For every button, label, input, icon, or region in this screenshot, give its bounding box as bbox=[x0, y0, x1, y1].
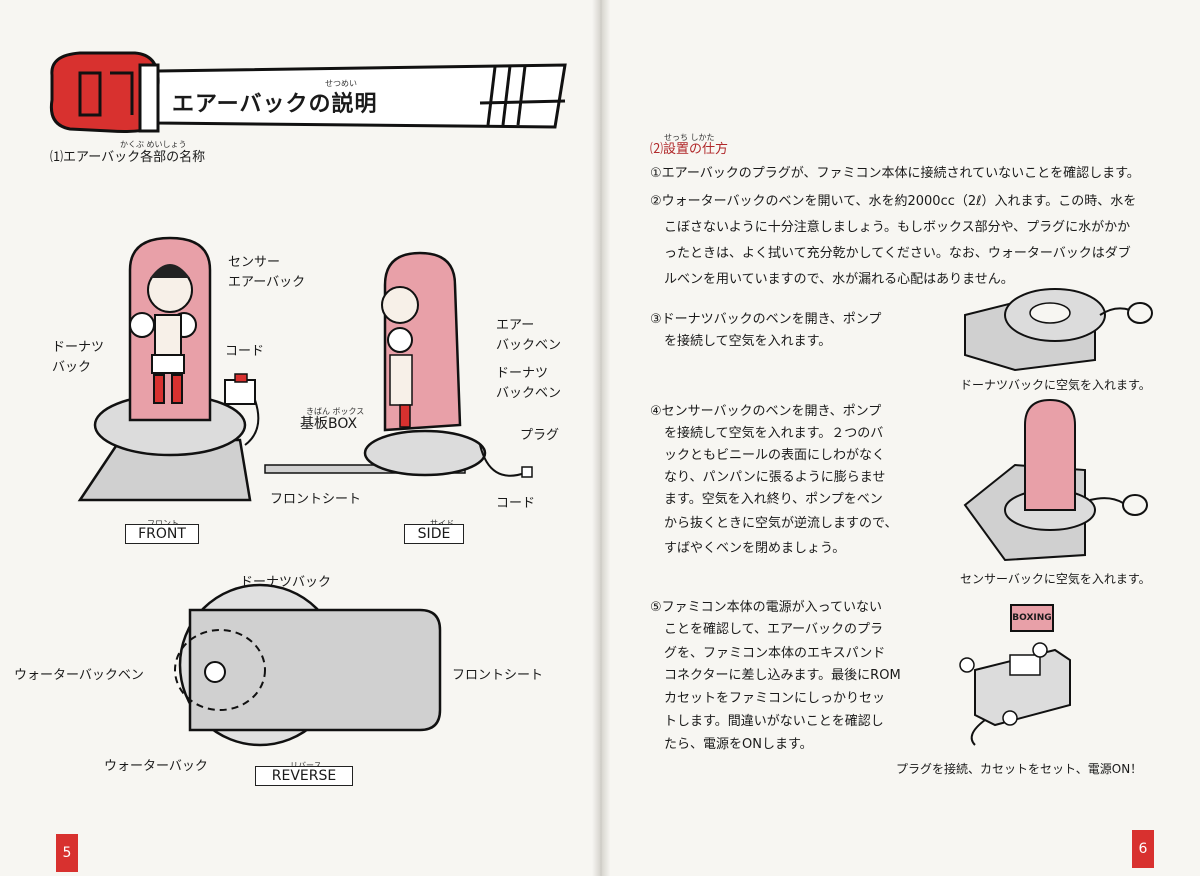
base-box-ruby: きばん ボックス bbox=[306, 407, 365, 416]
step-4-line5: ます。空気を入れ終り、ポンプをベン bbox=[664, 492, 883, 507]
label-base-box: 基板BOX bbox=[300, 416, 358, 432]
right-page bbox=[602, 0, 1200, 876]
step-5-line6: トします。間違いがないことを確認し bbox=[664, 714, 884, 729]
step-2-line4: ルベンを用いていますので、水が漏れる心配はありません。 bbox=[664, 272, 1014, 287]
step-3-line1: ③ドーナツバックのベンを開き、ポンプ bbox=[650, 312, 882, 327]
step-5-line2: ことを確認して、エアーバックのプラ bbox=[664, 622, 884, 637]
page-gutter bbox=[592, 0, 610, 876]
step-5-line7: たら、電源をONします。 bbox=[664, 737, 813, 752]
label-donut-bag-top: ドーナツバック bbox=[240, 575, 332, 590]
caption-plug: プラグを接続、カセットをセット、電源ON！ bbox=[896, 762, 1143, 776]
step-2-line2: こぼさないように十分注意しましょう。もしボックス部分や、プラグに水がかか bbox=[664, 220, 1131, 235]
side-view-illustration bbox=[264, 251, 533, 478]
side-view-label: SIDE bbox=[404, 524, 464, 544]
step-1: ①エアーバックのプラグが、ファミコン本体に接続されていないことを確認します。 bbox=[650, 166, 1140, 181]
step-4-line6: から抜くときに空気が逆流しますので、 bbox=[664, 516, 898, 531]
caption-sensor: センサーバックに空気を入れます。 bbox=[960, 572, 1151, 586]
step-5-line4: コネクターに差し込みます。最後にROM bbox=[664, 668, 901, 683]
title-banner bbox=[49, 51, 567, 133]
label-front-sheet: フロントシート bbox=[270, 492, 362, 507]
side-ruby: サイド bbox=[430, 518, 454, 529]
label-air-bag-valve: エアー バックベン bbox=[496, 318, 562, 353]
label-cord: コード bbox=[225, 344, 265, 359]
section2-heading: ⑵設置の仕方 bbox=[650, 142, 729, 157]
page-number-right: 6 bbox=[1132, 830, 1154, 868]
sensor-inflate-illustration bbox=[963, 398, 1148, 562]
section1-heading: ⑴エアーバック各部の名称 bbox=[50, 150, 206, 165]
label-front-sheet-reverse: フロントシート bbox=[452, 668, 544, 683]
front-view-illustration bbox=[77, 236, 260, 502]
section2-ruby: せっち しかた bbox=[664, 133, 715, 142]
boxing-cartridge: BOXING bbox=[1010, 604, 1054, 632]
step-4-line2: を接続して空気を入れます。２つのバ bbox=[664, 426, 884, 441]
reverse-ruby: リバース bbox=[290, 760, 322, 771]
page-title: エアーバックの説明 bbox=[172, 92, 378, 117]
label-donut-bag: ドーナツ バック bbox=[52, 340, 105, 375]
reverse-view-label: REVERSE bbox=[255, 766, 353, 786]
step-4-line7: すばやくベンを閉めましょう。 bbox=[664, 541, 846, 556]
step-5-line1: ⑤ファミコン本体の電源が入っていない bbox=[650, 600, 883, 615]
step-2-line1: ②ウォーターバックのベンを開いて、水を約2000cc（2ℓ）入れます。この時、水… bbox=[650, 194, 1137, 209]
step-3-line2: を接続して空気を入れます。 bbox=[664, 334, 832, 349]
step-5-line5: カセットをファミコンにしっかりセッ bbox=[664, 691, 886, 706]
front-view-label: FRONT bbox=[125, 524, 199, 544]
label-plug: プラグ bbox=[520, 428, 560, 443]
label-water-bag: ウォーターバック bbox=[104, 759, 208, 774]
step-4-line1: ④センサーバックのベンを開き、ポンプ bbox=[650, 404, 882, 419]
caption-donut: ドーナツバックに空気を入れます。 bbox=[960, 378, 1151, 392]
label-donut-bag-valve: ドーナツ バックベン bbox=[496, 366, 562, 401]
boxing-glove-icon bbox=[49, 51, 160, 133]
label-cord-side: コード bbox=[496, 496, 536, 511]
label-sensor-bag: センサー エアーバック bbox=[228, 255, 306, 290]
step-4-line4: なり、パンパンに張るように膨らませ bbox=[664, 470, 886, 485]
section1-ruby: かくぶ めいしょう bbox=[120, 140, 187, 149]
title-ruby: せつめい bbox=[325, 79, 357, 88]
step-2-line3: ったときは、よく拭いて充分乾かしてください。なお、ウォーターバックはダブ bbox=[664, 246, 1131, 261]
label-water-bag-valve: ウォーターバックベン bbox=[14, 668, 144, 683]
step-4-line3: ックともビニールの表面にしわがなく bbox=[664, 448, 886, 463]
donut-inflate-illustration bbox=[964, 288, 1153, 372]
famicom-connect-illustration bbox=[959, 642, 1071, 746]
step-5-line3: グを、ファミコン本体のエキスパンド bbox=[664, 646, 886, 661]
page-number-left: 5 bbox=[56, 834, 78, 872]
reverse-view-illustration bbox=[174, 583, 442, 747]
front-ruby: フロント bbox=[147, 518, 179, 529]
